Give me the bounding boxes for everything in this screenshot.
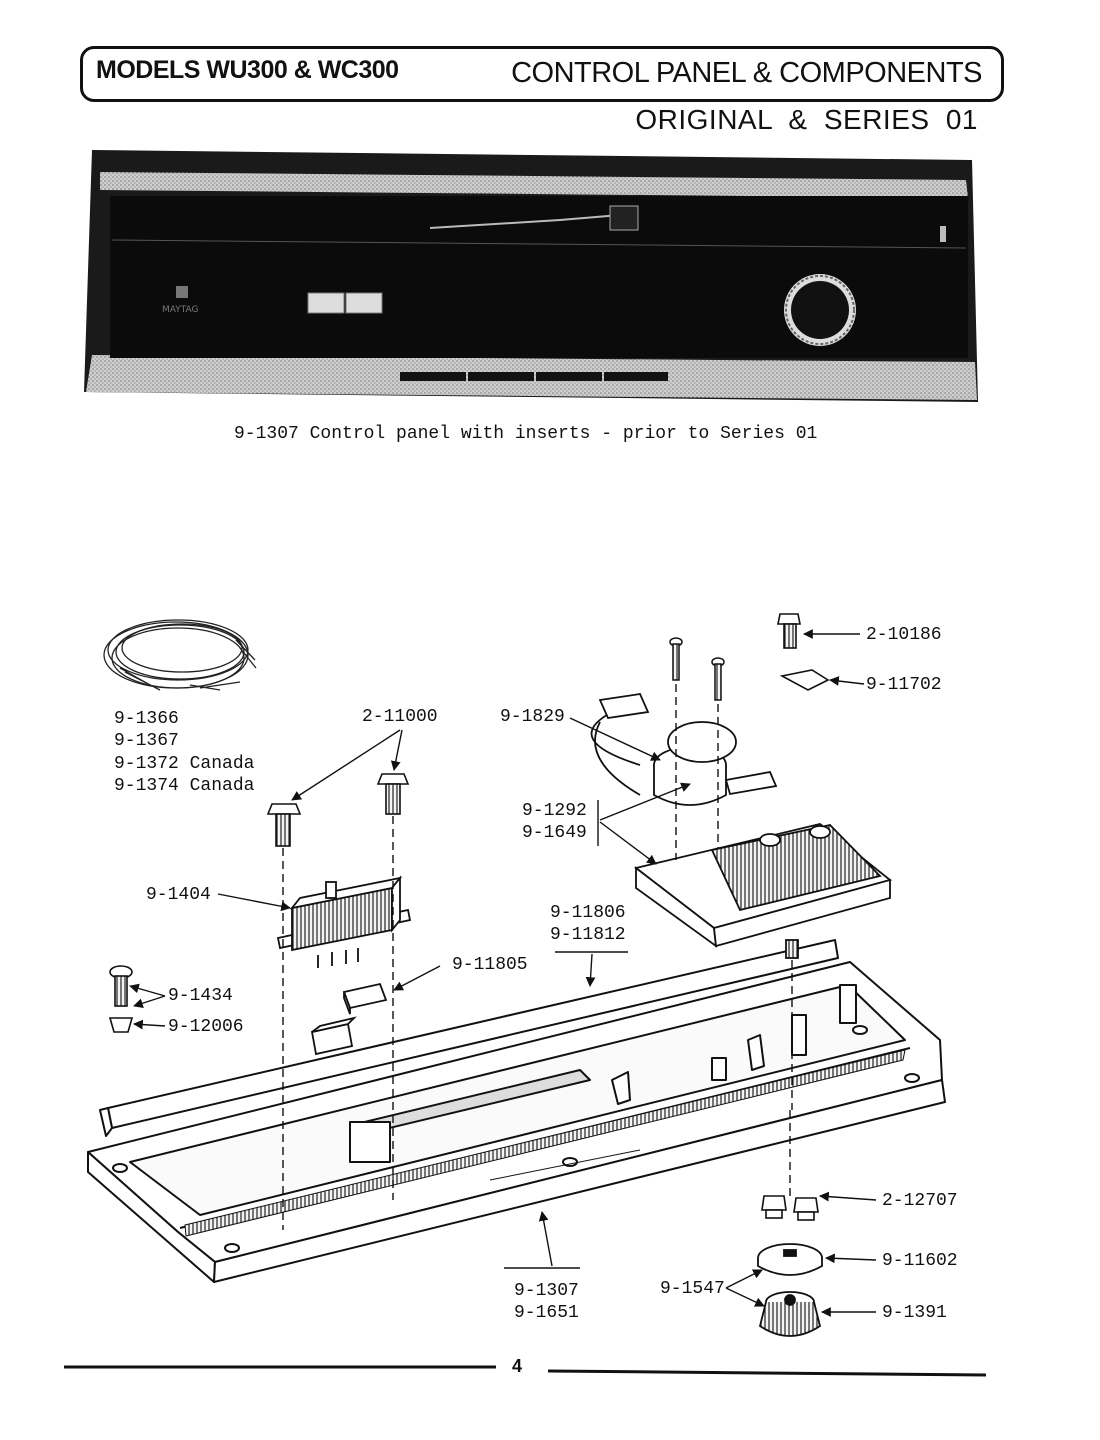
footer-rule-right	[547, 1369, 987, 1377]
switch-assembly	[276, 875, 412, 968]
series-subtitle: ORIGINAL & SERIES 01	[635, 104, 978, 135]
screw-2-10186	[777, 613, 801, 649]
wire-harness-label-3: 9-1372 Canada	[114, 754, 255, 774]
dial-9-11602-label: 9-11602	[882, 1251, 958, 1271]
control-panel-photo: MAYTAG	[84, 150, 978, 402]
dial-9-11602	[757, 1243, 823, 1276]
panel-label-1: 9-1307	[514, 1281, 579, 1301]
screws-2-12707-label: 2-12707	[882, 1191, 958, 1211]
timer-label-2: 9-1649	[522, 823, 587, 843]
header-frame	[80, 46, 1004, 102]
wire-harness-label-2: 9-1367	[114, 731, 179, 751]
insert-9-11805-label: 9-11805	[452, 955, 528, 975]
timer-motor	[590, 693, 778, 806]
panel-label-2: 9-1651	[514, 1303, 579, 1323]
wire-harness-coil	[103, 619, 257, 691]
insert-9-11805	[342, 982, 388, 1015]
wire-harness-label-4: 9-1374 Canada	[114, 776, 255, 796]
strip-label-2: 9-11812	[550, 925, 626, 945]
wire-harness-label-1: 9-1366	[114, 709, 179, 729]
motor-9-1829-label: 9-1829	[500, 707, 565, 727]
leader-lines	[129, 629, 877, 1317]
knob-set-9-1547-label: 9-1547	[660, 1279, 725, 1299]
svg-text:MAYTAG: MAYTAG	[162, 305, 199, 315]
timer-label-1: 9-1292	[522, 801, 587, 821]
switch-9-1404-label: 9-1404	[146, 885, 211, 905]
models-heading: MODELS WU300 & WC300	[96, 56, 399, 84]
alignment-lines	[282, 684, 793, 1230]
screws-2-11000-label: 2-11000	[362, 707, 438, 727]
insert-block	[310, 1016, 357, 1056]
screws-2-12707	[761, 1195, 819, 1221]
timer-body	[633, 823, 892, 959]
strip-label-1: 9-11806	[550, 903, 626, 923]
screw-9-1434-label: 9-1434	[168, 986, 233, 1006]
control-panel-tray	[87, 939, 946, 1283]
screw-pair-2-11000	[266, 773, 410, 847]
screw-9-1434	[109, 965, 133, 1007]
nut-9-12006-label: 9-12006	[168, 1017, 244, 1037]
page-number: 4	[512, 1356, 523, 1376]
screw-2-10186-label: 2-10186	[866, 625, 942, 645]
clip-9-11702-label: 9-11702	[866, 675, 942, 695]
nut-9-12006	[108, 1017, 134, 1033]
clip-9-11702	[779, 669, 830, 691]
knob-9-1391-label: 9-1391	[882, 1303, 947, 1323]
knob-9-1391	[758, 1291, 822, 1337]
page-title: CONTROL PANEL & COMPONENTS	[511, 57, 982, 89]
motor-screws	[669, 637, 725, 701]
photo-caption: 9-1307 Control panel with inserts - prio…	[234, 424, 818, 444]
